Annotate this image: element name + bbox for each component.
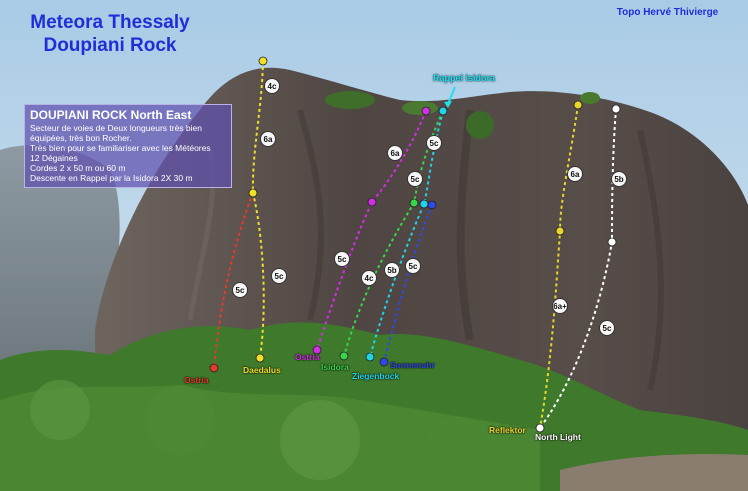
grade-marker: 5c [407, 171, 423, 187]
grade-marker: 5c [334, 251, 350, 267]
info-line: équipées, très bon Rocher. [30, 133, 132, 143]
route-name: Ostria [295, 352, 320, 362]
info-line: Secteur de voies de Deux longueurs très … [30, 123, 202, 133]
route-line-sonnenuhr [383, 204, 433, 363]
grade-marker: 4c [361, 270, 377, 286]
grade-marker: 5b [384, 262, 400, 278]
grade-marker: 5c [232, 282, 248, 298]
grade-marker: 6a [260, 131, 276, 147]
route-line-red [213, 192, 254, 369]
grade-marker: 5b [611, 171, 627, 187]
route-name: North Light [535, 432, 581, 442]
route-name: Ostria [184, 375, 209, 385]
route-name: Reflektor [489, 425, 526, 435]
route-line-ziegenbock [369, 110, 444, 358]
grade-marker: 5c [405, 258, 421, 274]
topo-credit: Topo Hervé Thivierge [616, 7, 719, 18]
route-name: Sonnenuhr [390, 360, 435, 370]
grade-marker: 5c [599, 320, 615, 336]
rappel-arrow [447, 86, 456, 105]
grade-marker: 6a+ [552, 298, 568, 314]
title-line-2: Doupiani Rock [43, 35, 177, 56]
grade-marker: 5c [426, 135, 442, 151]
info-title: DOUPIANI ROCK North East [30, 108, 192, 122]
grade-marker: 6a [567, 166, 583, 182]
info-line: Descente en Rappel par la Isidora 2X 30 … [30, 173, 193, 183]
route-name: Daedalus [243, 365, 281, 375]
info-box: DOUPIANI ROCK North East Secteur de voie… [24, 104, 232, 188]
background-cliff [0, 145, 120, 360]
info-line: Très bien pour se familiariser avec les … [30, 143, 211, 153]
grade-marker: 5c [271, 268, 287, 284]
info-line: Cordes 2 x 50 m ou 60 m [30, 163, 126, 173]
info-line: 12 Dégaines [30, 153, 78, 163]
route-name: Isidora [321, 362, 349, 372]
rappel-label: Rappel Isidora [433, 73, 496, 83]
grade-marker: 6a [387, 145, 403, 161]
route-line-north-light [539, 108, 617, 429]
route-line-isidora [343, 110, 444, 357]
foreground-rock [560, 453, 748, 491]
grade-marker: 4c [264, 78, 280, 94]
route-line-ostria [316, 110, 427, 351]
route-line-reflektor [539, 104, 579, 429]
route-name: Ziegenbock [352, 371, 400, 381]
title-line-1: Meteora Thessaly [30, 12, 190, 33]
